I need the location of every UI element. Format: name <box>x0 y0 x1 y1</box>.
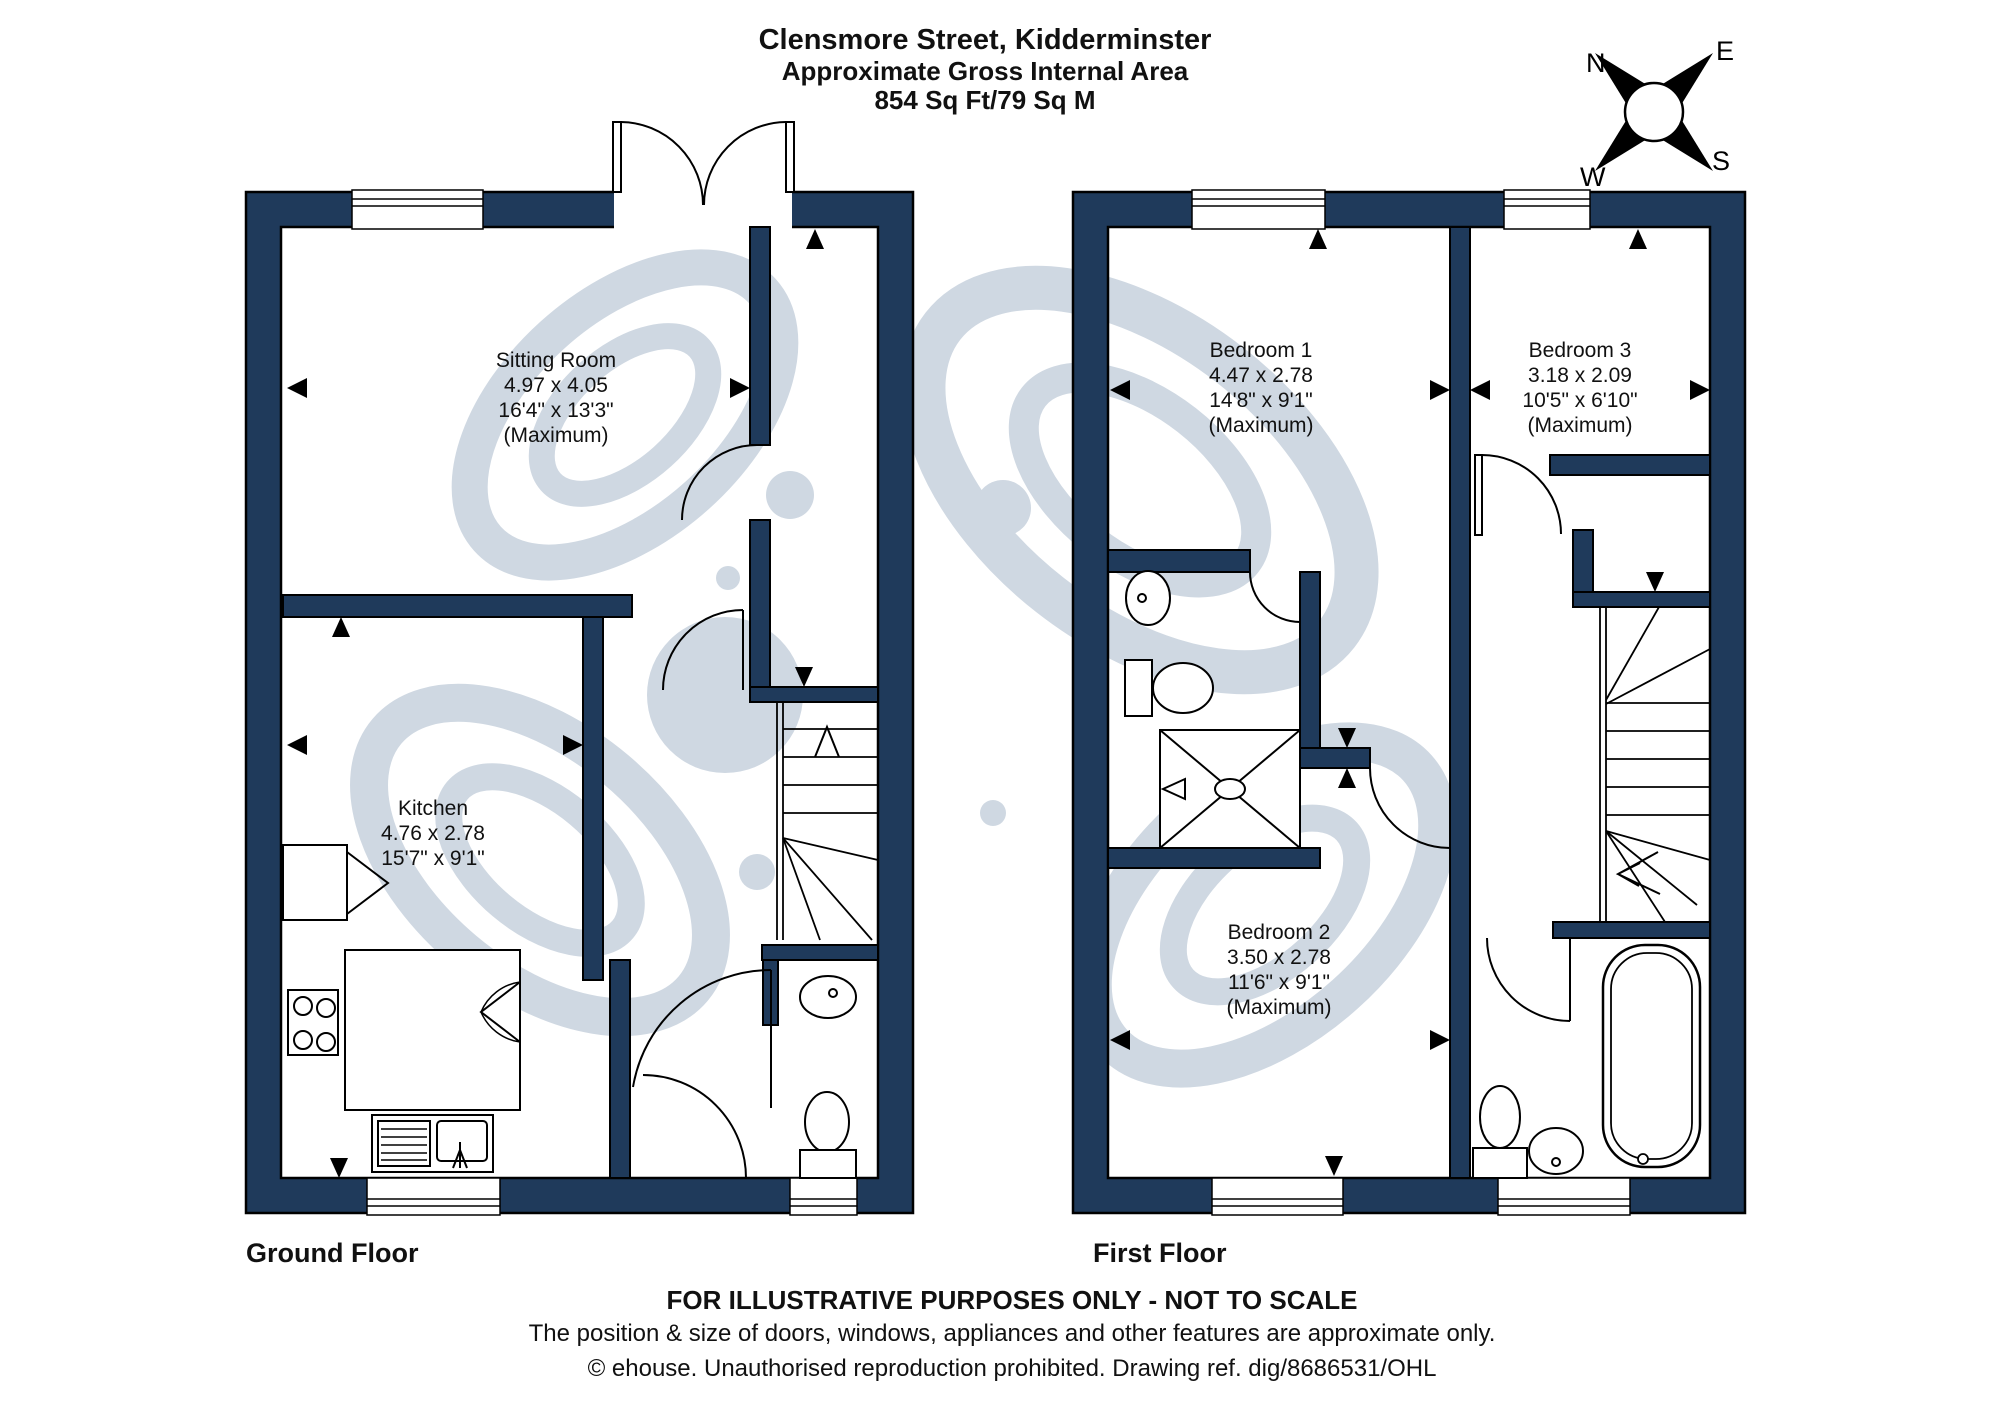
stairs-up-arrow <box>814 724 840 758</box>
window <box>1497 1177 1631 1216</box>
compass-icon: N E W S <box>1580 36 1734 192</box>
room-name: Bedroom 2 <box>1227 921 1331 944</box>
hob-icon <box>287 989 339 1056</box>
shower-icon <box>1159 729 1301 849</box>
compass-w: W <box>1580 162 1606 192</box>
window <box>789 1177 858 1216</box>
footer-copyright: © ehouse. Unauthorised reproduction proh… <box>587 1355 1437 1382</box>
room-dims-m: 3.50 x 2.78 <box>1227 946 1331 969</box>
window <box>1211 1177 1344 1216</box>
bath-icon <box>1601 943 1702 1169</box>
room-label-kitchen: Kitchen 4.76 x 2.78 15'7" x 9'1" <box>381 796 485 871</box>
room-name: Bedroom 3 <box>1528 339 1632 362</box>
page-title: Clensmore Street, Kidderminster <box>758 24 1212 56</box>
first-floor-label: First Floor <box>1093 1238 1227 1268</box>
compass-s: S <box>1712 146 1730 176</box>
sink-icon <box>371 1114 494 1173</box>
room-dims-m: 4.47 x 2.78 <box>1209 364 1313 387</box>
basin-icon <box>1528 1127 1584 1175</box>
footer-note: The position & size of doors, windows, a… <box>528 1320 1496 1347</box>
entrance-double-door <box>612 121 795 229</box>
room-name: Bedroom 1 <box>1209 339 1313 362</box>
window <box>351 189 484 230</box>
room-dims-ft: 11'6" x 9'1" <box>1228 971 1330 994</box>
window <box>1503 189 1591 230</box>
room-dims-ft: 15'7" x 9'1" <box>381 847 485 870</box>
room-dims-m: 4.76 x 2.78 <box>381 822 485 845</box>
door-swing <box>1249 454 1571 1022</box>
toilet-icon <box>1124 659 1214 717</box>
room-dims-m: 3.18 x 2.09 <box>1528 364 1632 387</box>
room-note: (Maximum) <box>1208 414 1314 437</box>
room-label-bedroom-3: Bedroom 3 3.18 x 2.09 10'5" x 6'10" (Max… <box>1522 338 1637 438</box>
toilet-icon <box>799 1091 857 1179</box>
measure-arrows-ground <box>287 229 824 1178</box>
door-swing <box>632 444 772 1179</box>
room-note: (Maximum) <box>1226 996 1332 1019</box>
measure-arrows-first <box>1110 229 1710 1176</box>
room-dims-ft: 16'4" x 13'3" <box>498 399 614 422</box>
compass-n: N <box>1586 48 1606 78</box>
room-label-sitting-room: Sitting Room 4.97 x 4.05 16'4" x 13'3" (… <box>496 348 616 448</box>
room-dims-m: 4.97 x 4.05 <box>504 374 608 397</box>
page-subtitle: Approximate Gross Internal Area <box>781 56 1189 86</box>
room-name: Kitchen <box>397 797 469 820</box>
room-note: (Maximum) <box>1527 414 1633 437</box>
ground-floor-label: Ground Floor <box>246 1238 419 1268</box>
compass-e: E <box>1716 36 1734 66</box>
ground-interior-walls <box>282 226 879 1179</box>
room-label-bedroom-1: Bedroom 1 4.47 x 2.78 14'8" x 9'1" (Maxi… <box>1209 338 1314 438</box>
room-dims-ft: 14'8" x 9'1" <box>1209 389 1313 412</box>
stairs-down-arrow <box>1615 851 1661 895</box>
basin-icon <box>1125 570 1171 626</box>
first-interior-walls <box>1107 226 1711 1179</box>
toilet-icon <box>1472 1085 1528 1179</box>
kitchen-counter <box>282 844 521 1111</box>
window <box>366 1177 501 1216</box>
room-dims-ft: 10'5" x 6'10" <box>1522 389 1638 412</box>
footer-disclaimer: FOR ILLUSTRATIVE PURPOSES ONLY - NOT TO … <box>666 1285 1358 1315</box>
room-note: (Maximum) <box>503 424 609 447</box>
basin-icon <box>799 975 857 1019</box>
stairs-icon <box>1599 606 1711 923</box>
stairs-icon <box>776 702 879 941</box>
window <box>1191 189 1326 230</box>
room-label-bedroom-2: Bedroom 2 3.50 x 2.78 11'6" x 9'1" (Maxi… <box>1227 920 1332 1020</box>
room-name: Sitting Room <box>495 349 617 372</box>
ground-floor-plan <box>244 121 915 1216</box>
first-floor-plan <box>1071 189 1747 1216</box>
page-area: 854 Sq Ft/79 Sq M <box>874 85 1096 115</box>
